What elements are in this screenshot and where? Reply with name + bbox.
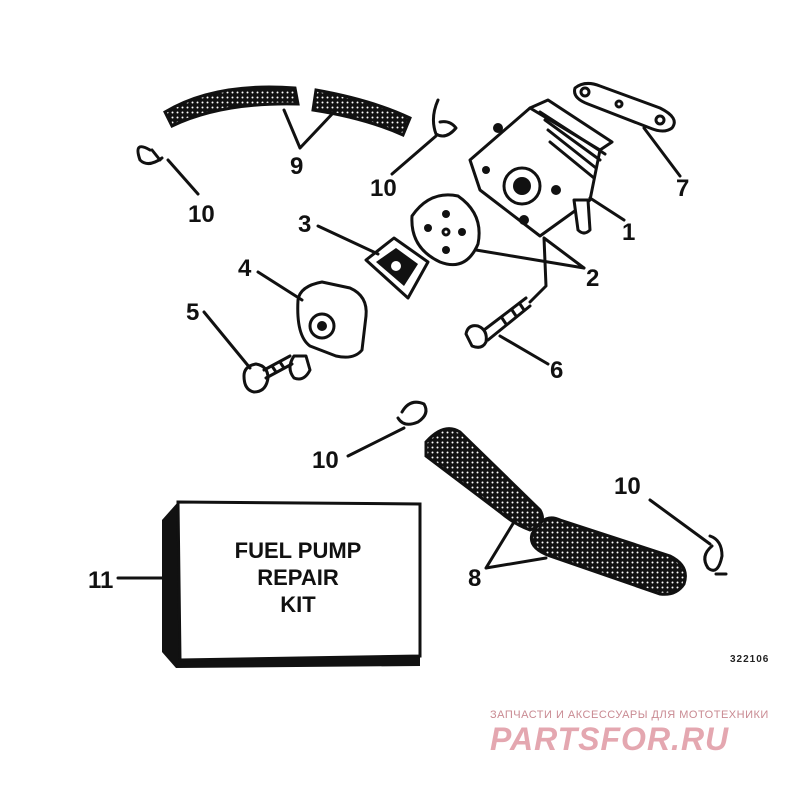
callout-7: 7 [676, 175, 689, 202]
callout-numbers: 1 2 3 4 5 6 7 8 9 10 10 10 10 11 [88, 153, 689, 594]
callout-2: 2 [586, 265, 599, 292]
fuel-hose-part-8 [424, 427, 687, 596]
callout-6: 6 [550, 357, 563, 384]
fuel-hose-part-9 [163, 85, 412, 138]
hose-clamp-part-10-top [431, 98, 458, 138]
callout-8: 8 [468, 565, 481, 592]
diaphragm-part-2 [410, 193, 481, 267]
drawing-number: 322106 [730, 654, 769, 665]
repair-kit-part-11: FUEL PUMP REPAIR KIT [162, 500, 422, 668]
callout-10-top: 10 [370, 175, 397, 202]
callout-9: 9 [290, 153, 303, 180]
callout-11: 11 [88, 567, 113, 594]
watermark: ЗАПЧАСТИ И АКСЕССУАРЫ ДЛЯ МОТОТЕХНИКИ PA… [490, 709, 769, 757]
callout-10-middle: 10 [312, 447, 339, 474]
hose-clamp-part-10-right [703, 534, 728, 576]
callout-10-left: 10 [188, 201, 215, 228]
watermark-logo: PARTSFOR.RU [490, 721, 729, 757]
callout-4: 4 [238, 255, 252, 282]
watermark-tagline: ЗАПЧАСТИ И АКСЕССУАРЫ ДЛЯ МОТОТЕХНИКИ [490, 709, 769, 721]
hose-clamp-part-10-middle [396, 400, 428, 426]
kit-label-line-1: FUEL PUMP [235, 538, 362, 563]
screw-part-5 [242, 354, 294, 394]
hose-clamp-part-10-left [136, 145, 164, 165]
kit-label-line-2: REPAIR [257, 565, 339, 590]
callout-10-right: 10 [614, 473, 641, 500]
callout-5: 5 [186, 299, 199, 326]
leader-lines [116, 108, 712, 580]
callout-1: 1 [622, 219, 635, 246]
pump-cover-part-4 [288, 280, 368, 381]
kit-label-line-3: KIT [280, 592, 316, 617]
bracket-part-7 [573, 81, 676, 133]
gasket-part-3 [364, 236, 430, 300]
pump-body-part-1 [468, 98, 614, 238]
callout-3: 3 [298, 211, 311, 238]
bolt-part-6 [464, 296, 532, 349]
